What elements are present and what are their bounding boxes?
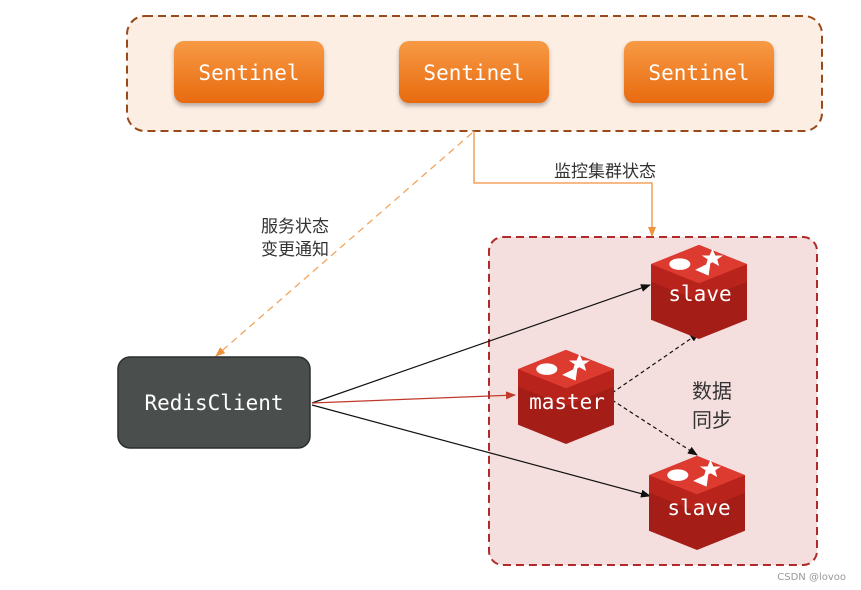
- sync-label-line2: 同步: [692, 408, 732, 432]
- client-to-master-arrow: [311, 391, 516, 404]
- monitor-label: 监控集群状态: [554, 162, 656, 182]
- master-to-slave-bottom-sync: [611, 399, 698, 456]
- sentinel-node-3: [624, 41, 774, 103]
- redis-client-label: RedisClient: [144, 391, 283, 415]
- slave-bottom-label: slave: [667, 496, 730, 520]
- sentinel-node-2-label: Sentinel: [423, 61, 524, 85]
- notify-connector: [215, 132, 473, 357]
- master-to-slave-top-sync: [611, 332, 700, 394]
- slave-top-label: slave: [668, 282, 731, 306]
- redis-client-node: [117, 356, 311, 449]
- sentinel-node-3-label: Sentinel: [648, 61, 749, 85]
- client-to-slave-top-arrow: [311, 284, 651, 404]
- sentinel-node-1: [174, 41, 324, 103]
- sentinel-node-2: [399, 41, 549, 103]
- sentinel-node-1-label: Sentinel: [198, 61, 299, 85]
- notify-label-line1: 服务状态: [261, 217, 329, 237]
- client-to-slave-bottom-arrow: [311, 404, 651, 498]
- monitor-connector: [473, 131, 656, 237]
- notify-label-line2: 变更通知: [261, 240, 329, 260]
- sync-label-line1: 数据: [692, 379, 732, 403]
- watermark: CSDN @lovoo: [777, 572, 846, 583]
- master-label: master: [529, 390, 605, 414]
